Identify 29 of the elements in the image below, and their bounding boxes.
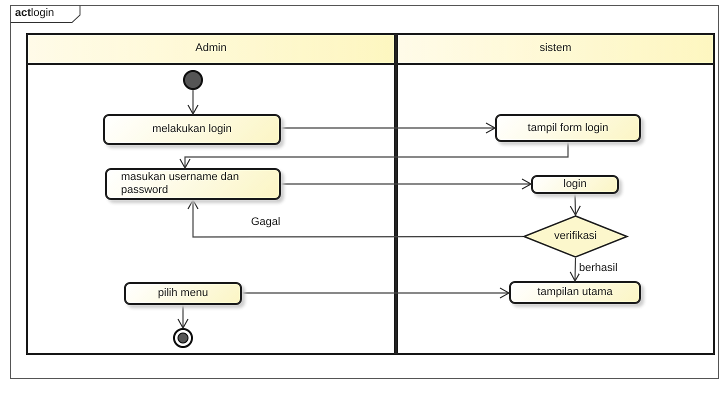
arrow (242, 287, 510, 299)
swimlane (26, 33, 396, 355)
action-label: login (563, 178, 587, 191)
action-box (495, 114, 641, 142)
action-label: melakukan login (152, 123, 232, 136)
action-label: masukan username dan password (121, 171, 240, 197)
arrow (570, 194, 581, 216)
action-label: tampilan utama (537, 286, 613, 299)
action-box (105, 168, 281, 200)
arrow (570, 258, 581, 282)
edge-label: berhasil (579, 262, 618, 274)
arrow (187, 199, 523, 238)
action-box (103, 114, 281, 145)
arrow (187, 90, 199, 115)
action-box (531, 175, 619, 194)
arrow (281, 178, 532, 190)
frame-title: actlogin (15, 7, 54, 20)
arrow (177, 305, 189, 329)
action-label: pilih menu (158, 287, 208, 300)
arrow (179, 142, 569, 169)
swimlane (396, 33, 715, 355)
decision-label: verifikasi (554, 230, 597, 243)
lane-title: sistem (538, 42, 572, 54)
edge-label: Gagal (251, 216, 280, 228)
action-label: tampil form login (528, 122, 608, 134)
action-box (124, 282, 242, 305)
lane-title: Admin (194, 42, 228, 54)
action-box (509, 281, 641, 304)
arrow (281, 122, 496, 134)
